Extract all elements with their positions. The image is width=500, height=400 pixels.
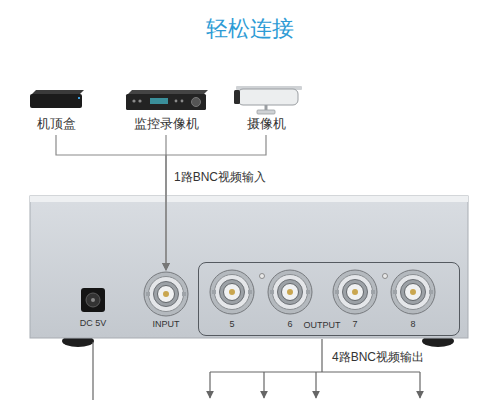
dc-jack — [81, 288, 105, 312]
node-label: OUTPUT — [199, 320, 445, 331]
port-number: 5 — [229, 319, 234, 330]
set-top-box: 机顶盒 — [34, 86, 79, 132]
connector — [56, 135, 166, 270]
dvr-icon — [126, 94, 206, 110]
output-panel: OUTPUT — [198, 262, 460, 336]
dc-jack — [81, 288, 105, 312]
dvr-icon — [192, 98, 201, 107]
port-number: 8 — [410, 319, 415, 330]
output-arrows — [315, 372, 316, 398]
dvr: 监控录像机 — [131, 86, 202, 132]
dvr-icon — [128, 90, 208, 94]
bnc-connectors — [268, 270, 312, 314]
set-top-box-icon — [30, 94, 82, 108]
set-top-box-icon — [78, 97, 80, 99]
output-arrows — [263, 372, 264, 398]
input-port: INPUT — [140, 270, 192, 330]
camera-icon — [234, 90, 240, 104]
camera-icon — [257, 110, 275, 114]
output-arrows — [321, 339, 322, 372]
port-number: 7 — [352, 319, 357, 330]
bnc-connectors — [144, 272, 188, 316]
splitter-housing — [30, 196, 468, 338]
port-label: DC 5V — [80, 318, 107, 329]
connector — [166, 135, 266, 270]
dvr-icon — [175, 100, 178, 103]
set-top-box-icon — [32, 90, 84, 94]
output-arrows — [419, 372, 420, 398]
set-top-box-icon — [30, 90, 84, 108]
bnc-connectors — [260, 274, 265, 279]
camera-icon — [238, 89, 298, 105]
output-arrows — [210, 371, 420, 372]
camera: 摄像机 — [244, 86, 289, 132]
dvr-icon — [181, 100, 184, 103]
node-label: 摄像机 — [244, 116, 289, 132]
bnc-connectors — [210, 270, 254, 314]
node-label: INPUT — [140, 319, 192, 330]
dc-jack — [91, 298, 95, 302]
dc-jack — [86, 293, 100, 307]
dvr-icon — [138, 99, 141, 102]
node-label: 机顶盒 — [34, 116, 79, 132]
bnc-connectors — [144, 270, 435, 316]
output-arrows — [93, 339, 420, 400]
camera-icon — [234, 86, 302, 114]
output-arrows — [209, 372, 210, 398]
splitter-housing — [30, 196, 468, 202]
dvr-icon — [150, 98, 168, 104]
title: 轻松连接 — [0, 14, 500, 44]
signal-label: 4路BNC视频输出 — [332, 350, 424, 364]
splitter-housing — [30, 196, 468, 347]
bnc-connectors — [333, 270, 377, 314]
dvr-icon — [132, 99, 135, 102]
node-label: 监控录像机 — [131, 116, 202, 132]
output-arrows — [92, 342, 93, 400]
port-number: 6 — [287, 319, 292, 330]
dvr-icon — [126, 90, 208, 110]
signal-label: 1路BNC视频输入 — [174, 170, 266, 184]
bnc-connectors — [383, 274, 388, 279]
bnc-connectors — [391, 270, 435, 314]
